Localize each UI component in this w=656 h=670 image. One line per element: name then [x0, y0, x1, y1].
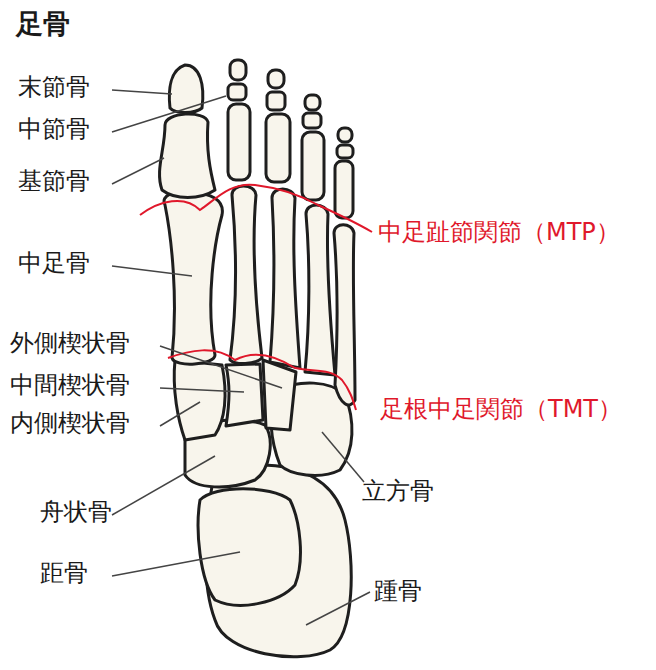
phalanx-bone — [228, 84, 246, 100]
joint-label: 中足趾節関節（MTP） — [378, 219, 620, 247]
leader-line — [112, 552, 240, 576]
phalanx-bone — [302, 132, 324, 200]
joint-line — [140, 185, 372, 232]
talus-bone — [198, 489, 300, 606]
leader-line — [306, 592, 370, 625]
bone-label: 舟状骨 — [40, 499, 112, 527]
bone-label: 中節骨 — [18, 116, 90, 144]
bone-label: 中間楔状骨 — [10, 372, 130, 400]
leader-line — [160, 346, 282, 388]
metatarsal-bone — [230, 186, 262, 364]
metatarsal-bone — [164, 192, 222, 364]
bone-label: 末節骨 — [18, 74, 90, 102]
medial-cuneiform — [174, 360, 225, 440]
phalanx-bone — [268, 70, 284, 88]
metatarsal-bone — [305, 205, 335, 375]
phalanx-bone — [266, 114, 290, 182]
metatarsal-bone — [334, 225, 355, 405]
phalanx-bone — [303, 113, 321, 128]
phalanx-bone — [335, 161, 353, 218]
bone-label: 立方骨 — [362, 478, 434, 506]
leader-line — [160, 402, 200, 426]
joint-label: 足根中足関節（TMT） — [380, 396, 622, 424]
diagram-title: 足骨 — [16, 8, 70, 39]
phalanx-bone — [230, 60, 246, 80]
joint-line — [168, 350, 356, 410]
phalanx-bone — [267, 92, 285, 110]
leader-line — [112, 266, 192, 276]
phalanx-bone — [160, 114, 215, 197]
leader-line — [112, 96, 226, 132]
phalanx-bone — [338, 128, 352, 142]
phalanx-bone — [337, 145, 353, 158]
metatarsal-bone — [270, 189, 300, 368]
leader-line — [112, 158, 164, 184]
bone-label: 中足骨 — [18, 250, 90, 278]
lateral-cuneiform — [263, 360, 296, 430]
bone-label: 内側楔状骨 — [10, 410, 130, 438]
intermediate-cuneiform — [226, 364, 263, 426]
leader-line — [322, 432, 364, 482]
phalanx-bone — [228, 104, 250, 180]
leader-line — [112, 90, 172, 94]
phalanx-bone — [305, 95, 320, 110]
leader-line — [112, 456, 215, 515]
leader-line — [160, 388, 244, 392]
bone-label: 踵骨 — [374, 578, 422, 606]
bone-label: 基節骨 — [18, 168, 90, 196]
bone-label: 外側楔状骨 — [10, 330, 130, 358]
bone-label: 距骨 — [40, 560, 88, 588]
